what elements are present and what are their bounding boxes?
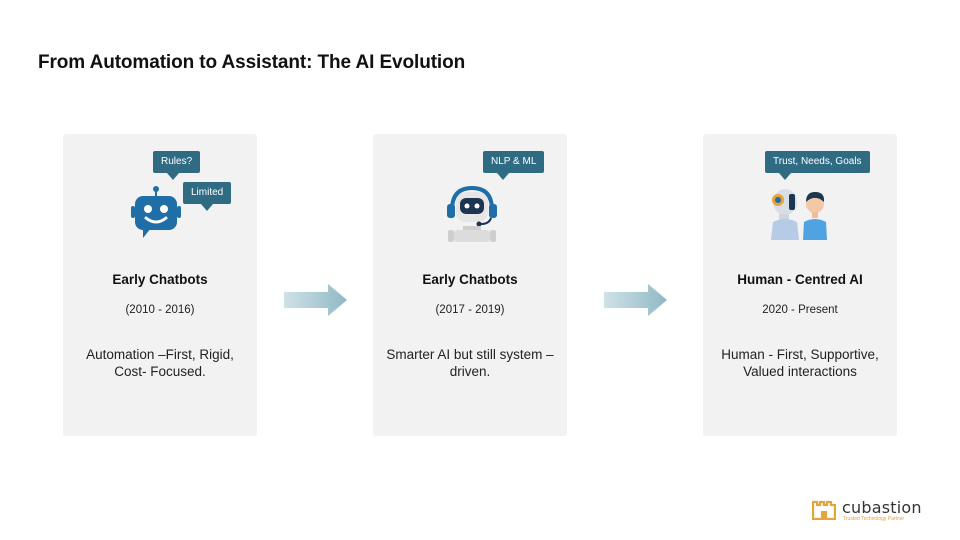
speech-bubble-trust-needs-goals: Trust, Needs, Goals <box>765 151 870 180</box>
slide-title: From Automation to Assistant: The AI Evo… <box>38 52 466 73</box>
logo-wordmark: cubastion <box>842 498 922 517</box>
card-period: (2010 - 2016) <box>125 304 195 316</box>
card-heading: Early Chatbots <box>422 272 518 287</box>
card-description: Smarter AI but still system – driven. <box>386 347 554 379</box>
card-heading: Early Chatbots <box>112 272 208 287</box>
chatbot-robot-icon <box>131 186 181 238</box>
card-early-chatbots-2017: NLP & ML Early Chatbots (2017 - 2019) Sm… <box>373 134 567 436</box>
arrow-right-icon <box>284 284 347 316</box>
speech-bubble-nlp-ml: NLP & ML <box>483 151 545 180</box>
card-description: Automation –First, Rigid, Cost- Focused. <box>86 347 234 379</box>
card-period: (2017 - 2019) <box>435 304 505 316</box>
card-human-centred-ai: Trust, Needs, Goals Human - Centred AI 2… <box>703 134 897 436</box>
cubastion-logo: cubastion Trusted Technology Partner <box>812 498 922 522</box>
card-period: 2020 - Present <box>762 304 838 316</box>
card-description: Human - First, Supportive, Valued intera… <box>721 347 879 379</box>
speech-bubble-rules: Rules? <box>153 151 201 180</box>
card-heading: Human - Centred AI <box>737 272 863 287</box>
cubastion-castle-icon <box>812 500 836 520</box>
speech-bubble-limited: Limited <box>183 182 232 211</box>
logo-tagline: Trusted Technology Partner <box>843 516 905 522</box>
robot-and-human-icon <box>771 189 827 240</box>
headset-robot-icon <box>447 185 497 242</box>
card-early-chatbots-2010: Rules? Limited Early Chatbots (2010 - 20… <box>63 134 257 436</box>
arrow-right-icon <box>604 284 667 316</box>
